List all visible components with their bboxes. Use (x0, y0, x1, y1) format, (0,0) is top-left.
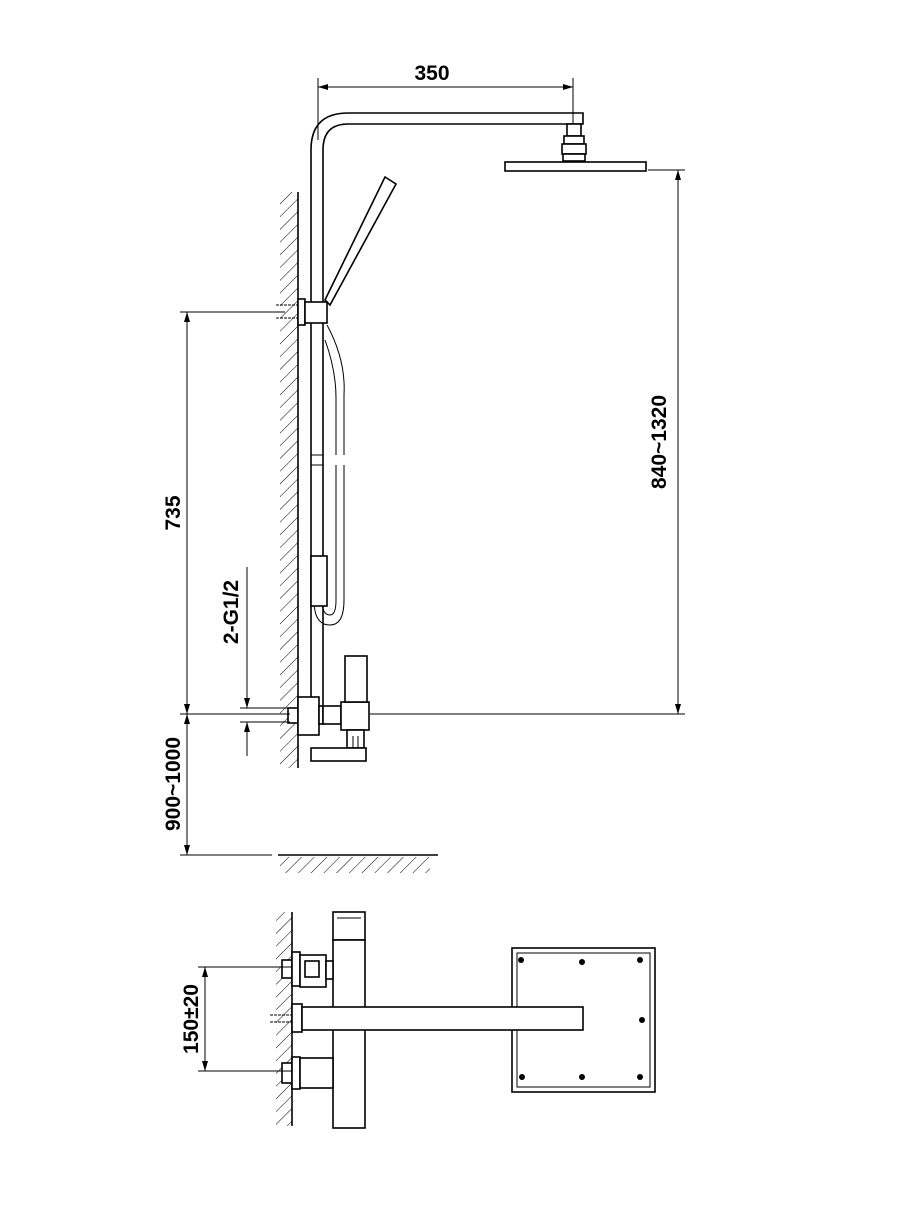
nozzle-dots (518, 957, 645, 1080)
dimension-arm-length: 350 (317, 62, 574, 140)
floor (278, 854, 438, 873)
hose (310, 324, 345, 626)
wall-side (280, 192, 299, 768)
dimension-bracket-height: 735 (162, 311, 290, 715)
dimension-label-arm: 350 (414, 62, 449, 85)
mixer-side (287, 655, 370, 762)
mixer-top (270, 911, 366, 1129)
riser-pipe (310, 112, 584, 705)
dimension-inlet-thread: 2-G1/2 (220, 567, 290, 756)
dimension-label-spacing: 150±20 (180, 984, 203, 1054)
dimension-mixer-height: 900~1000 (162, 714, 272, 856)
wall-top (276, 912, 293, 1126)
dimension-inlet-spacing: 150±20 (180, 966, 292, 1072)
slide-bracket (276, 298, 328, 326)
dimension-label-thread: 2-G1/2 (220, 580, 243, 644)
dimension-label-head-height: 840~1320 (648, 395, 671, 489)
dimension-head-height: 840~1320 (370, 169, 685, 715)
dimension-label-mixer-height: 900~1000 (162, 737, 185, 831)
shower-head-top (301, 947, 656, 1093)
hand-shower (324, 175, 398, 307)
shower-head-side (504, 123, 647, 172)
dimension-label-bracket: 735 (162, 495, 185, 530)
